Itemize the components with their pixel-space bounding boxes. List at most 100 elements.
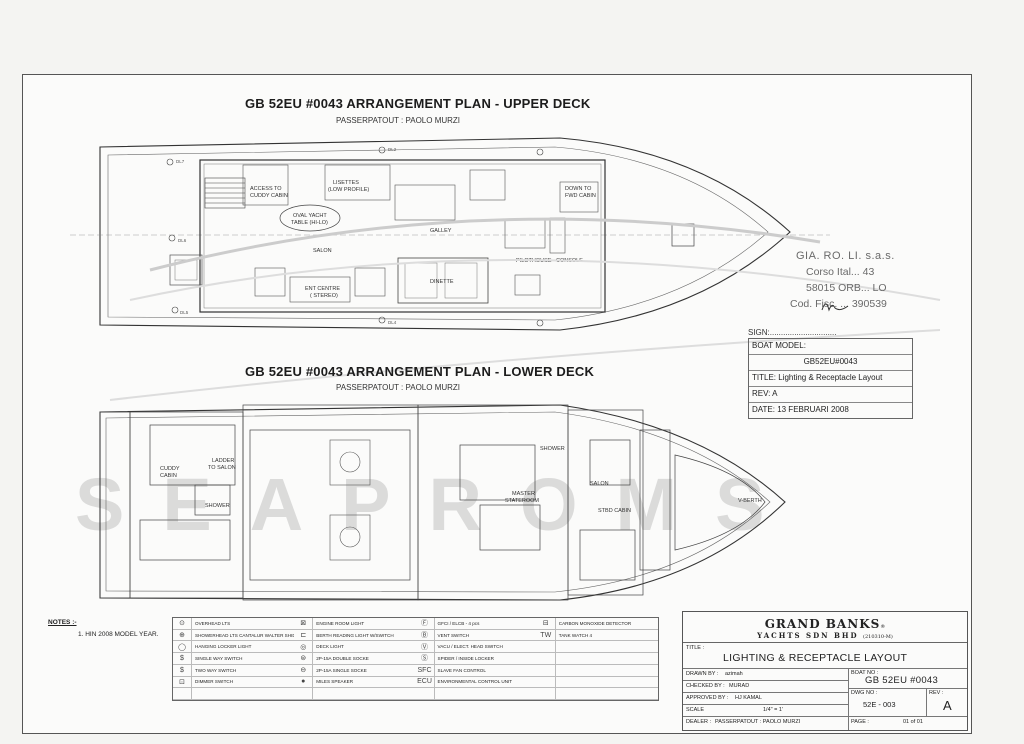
boat-no-label: BOAT NO : (851, 670, 879, 676)
svg-text:CUDDY: CUDDY (160, 466, 180, 472)
legend-text: GFCI / ELCB - 4 pcs (437, 620, 480, 626)
legend-symbol-icon: Ⓥ (416, 641, 435, 653)
svg-text:DL7: DL7 (176, 159, 185, 164)
legend-text: ENVIRONMENTAL CONTROL UNIT (437, 679, 513, 685)
legend-item (536, 653, 658, 665)
legend-item (173, 688, 295, 700)
legend-item: ●MILES SPEAKER (294, 676, 416, 689)
svg-text:LISETTES: LISETTES (333, 180, 359, 186)
tb-title: LIGHTING & RECEPTACLE LAYOUT (723, 652, 908, 664)
legend-symbol-icon: ECU (416, 676, 435, 688)
boat-no: GB 52EU #0043 (865, 675, 939, 686)
signature-scribble (821, 303, 849, 312)
legend-symbol-icon: ⊖ (294, 664, 314, 676)
svg-text:(LOW PROFILE): (LOW PROFILE) (328, 187, 369, 193)
upper-deck-title: GB 52EU #0043 ARRANGEMENT PLAN - UPPER D… (245, 96, 591, 111)
company-stamp: GIA. RO. LI. s.a.s. Corso Ital... 43 580… (790, 250, 895, 310)
legend-item (415, 688, 537, 700)
legend-item: ⊖2P-15A SINGLE SOCKE (294, 664, 416, 677)
svg-text:CUDDY CABIN: CUDDY CABIN (250, 193, 288, 199)
legend-text: 2P-15A DOUBLE SOCKE (316, 655, 369, 661)
legend-item (536, 641, 658, 654)
checked-by-label: CHECKED BY : (686, 683, 725, 689)
legend-item: $TWO WAY SWITCH (173, 664, 295, 677)
legend-item: ⊟CARBON MONOXIDE DETECTOR (536, 618, 658, 630)
legend-symbol-icon (537, 664, 556, 676)
sign-line: SIGN:.............................. (748, 328, 837, 337)
legend-text: MILES SPEAKER (316, 679, 354, 685)
legend-item (536, 676, 658, 689)
legend-text: VACU / ELECT. HEAD SWITCH (437, 644, 503, 650)
drawn-by: azimah (725, 671, 743, 677)
legend-text: ENGINE ROOM LIGHT (316, 620, 365, 626)
legend-symbol-icon (416, 688, 435, 699)
legend-symbol-icon: ⊕ (173, 629, 192, 641)
boat-model-label: BOAT MODEL: (749, 339, 912, 355)
legend-item: ⊠ENGINE ROOM LIGHT (294, 618, 416, 630)
svg-text:STBD CABIN: STBD CABIN (598, 508, 631, 514)
legend-symbol-icon: ⊏ (294, 629, 314, 641)
svg-text:V-BERTH: V-BERTH (738, 498, 762, 504)
legend-symbol-icon: Ⓕ (416, 618, 435, 629)
svg-text:DL6: DL6 (178, 238, 187, 243)
boat-rev: REV: A (749, 387, 912, 403)
legend-symbol-icon: ⊙ (173, 618, 192, 629)
legend-item: $SINGLE WAY SWITCH (173, 653, 295, 665)
legend-item: ⊕SHOWERHEAD LTS CANTALUR WALTER SHIDES (173, 629, 295, 642)
legend-text: BERTH READING LIGHT W/SWITCH (316, 632, 394, 638)
legend-text: TWO WAY SWITCH (195, 667, 237, 673)
legend-item: ◎DECK LIGHT (294, 641, 416, 654)
scale-label: SCALE (686, 707, 705, 713)
tb-title-label: TITLE : (686, 645, 705, 651)
legend-symbol-icon: ◯ (173, 641, 192, 653)
legend-item: ◯HANGING LOCKER LIGHT (173, 641, 295, 654)
legend-item (536, 688, 658, 700)
svg-text:SALON: SALON (590, 481, 609, 487)
lower-deck-title: GB 52EU #0043 ARRANGEMENT PLAN - LOWER D… (245, 364, 595, 379)
legend-text: VENT SWITCH (437, 632, 470, 638)
legend-symbol-icon: TW (537, 629, 556, 641)
dwg-no-label: DWG NO : (851, 690, 878, 696)
legend-symbol-icon (537, 641, 556, 653)
note-1: 1. HIN 2008 MODEL YEAR. (78, 631, 159, 638)
approved-by: HJ KAMAL (735, 695, 762, 701)
checked-by: MURAD (729, 683, 750, 689)
legend-symbol-icon: ⊠ (294, 618, 314, 629)
legend-symbol-icon (294, 688, 314, 699)
page-label: PAGE : (851, 719, 869, 725)
lbl-access: ACCESS TO (250, 186, 282, 192)
svg-text:TO SALON: TO SALON (208, 465, 236, 471)
dealer: PASSERPATOUT : PAOLO MURZI (715, 719, 801, 725)
legend-item: ⊏BERTH READING LIGHT W/SWITCH (294, 629, 416, 642)
company-logo: GRAND BANKS® YACHTS SDN BHD (210310-M) (683, 612, 967, 643)
boat-title: TITLE: Lighting & Receptacle Layout (749, 371, 912, 387)
rev-label: REV : (929, 690, 944, 696)
legend-symbol-icon (537, 688, 556, 699)
legend-symbol-icon: Ⓢ (416, 653, 435, 664)
svg-text:FWD CABIN: FWD CABIN (565, 193, 596, 199)
svg-text:OVAL YACHT: OVAL YACHT (293, 213, 327, 219)
scale: 1/4" = 1' (763, 707, 783, 713)
legend-text: TANK WATCH 4 (558, 632, 593, 638)
boat-info-box: BOAT MODEL: GB52EU#0043 TITLE: Lighting … (748, 338, 913, 419)
lower-deck-subtitle: PASSERPATOUT : PAOLO MURZI (336, 383, 461, 392)
svg-text:SHOWER: SHOWER (205, 503, 230, 509)
upper-deck-subtitle: PASSERPATOUT : PAOLO MURZI (336, 116, 461, 125)
svg-text:CABIN: CABIN (160, 473, 177, 479)
svg-text:TABLE (HI-LO): TABLE (HI-LO) (291, 220, 328, 226)
notes-header: NOTES :- (48, 619, 77, 626)
svg-text:ENT CENTRE: ENT CENTRE (305, 286, 340, 292)
legend-symbol-icon: ⊡ (173, 676, 192, 688)
legend-symbol-icon: $ (173, 653, 192, 664)
svg-text:DL5: DL5 (180, 310, 189, 315)
legend-symbol-icon: SFC (416, 664, 435, 676)
approved-by-label: APPROVED BY : (686, 695, 729, 701)
legend-text: SLAVE FAN CONTROL (437, 667, 486, 673)
legend-item (294, 688, 416, 700)
